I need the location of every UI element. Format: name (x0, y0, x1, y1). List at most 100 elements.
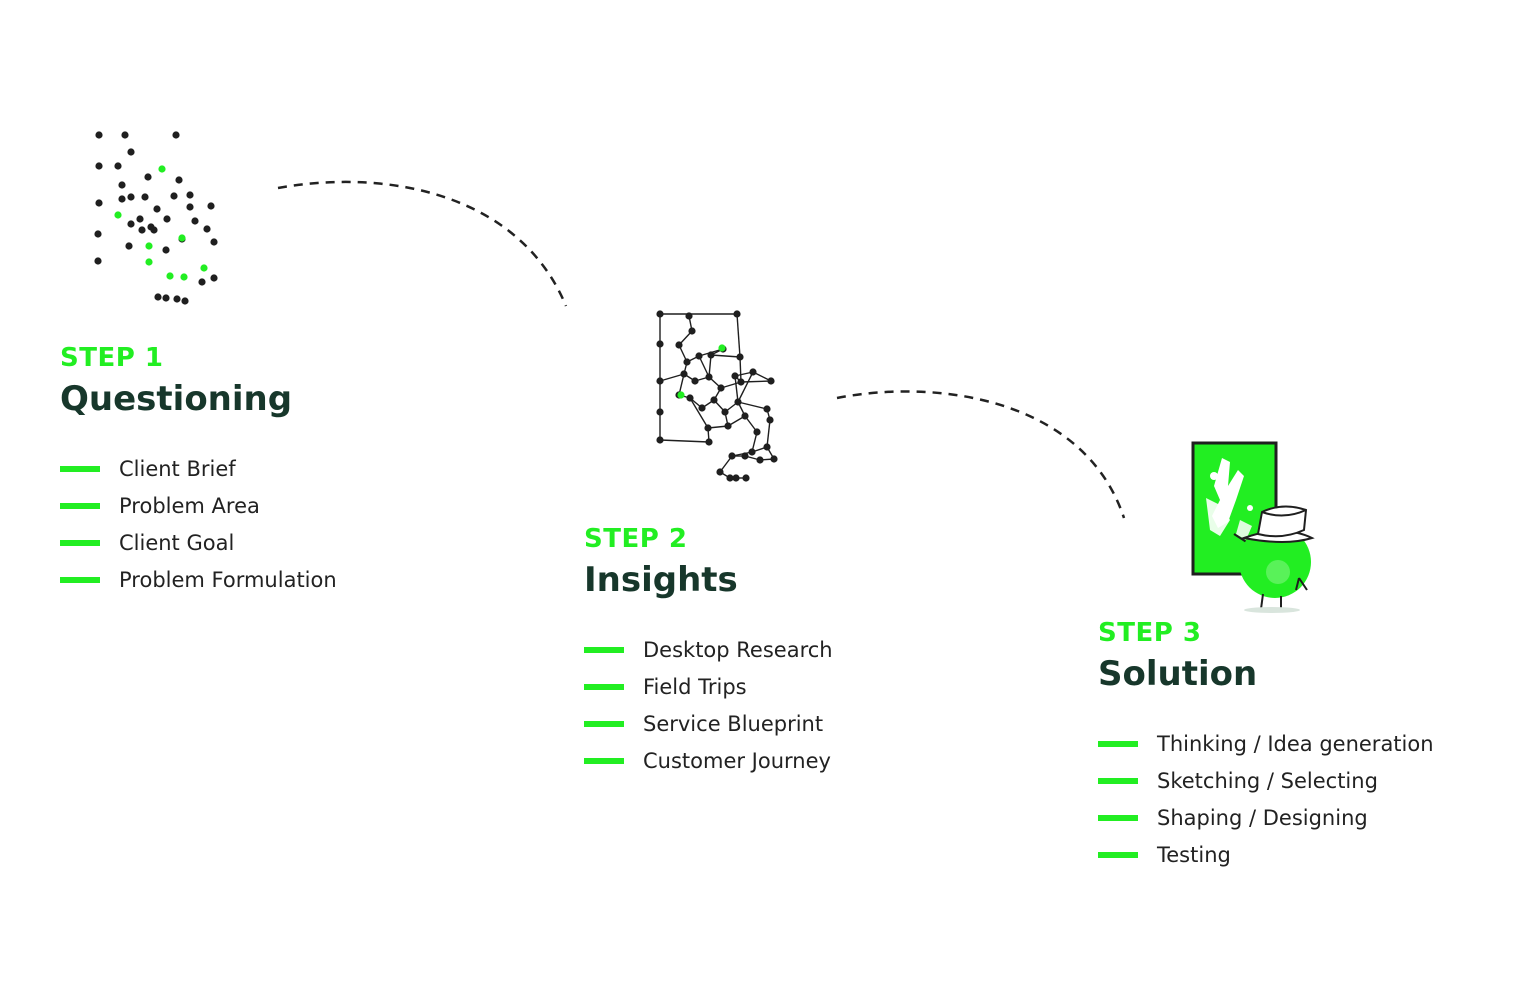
green-dash-icon (1098, 778, 1138, 784)
network-node (705, 438, 713, 446)
network-node (695, 352, 703, 360)
top-hat (1240, 505, 1315, 543)
list-item: Field Trips (584, 673, 833, 701)
network-node (675, 341, 683, 349)
list-item: Testing (1098, 841, 1434, 869)
scatter-dot (118, 195, 126, 203)
network-edge (659, 373, 685, 382)
network-node (691, 377, 699, 385)
network-node (686, 394, 694, 402)
network-node (763, 405, 771, 413)
network-node (756, 456, 764, 464)
network-edge (736, 313, 741, 358)
list-item-text: Thinking / Idea generation (1157, 732, 1434, 756)
network-node (726, 474, 734, 482)
scatter-dot (136, 215, 144, 223)
list-item: Thinking / Idea generation (1098, 730, 1434, 758)
network-node (656, 310, 664, 318)
green-dash-icon (584, 684, 624, 690)
network-node (717, 384, 725, 392)
network-edge (710, 354, 741, 358)
step-label: STEP 2 (584, 524, 688, 554)
bulb-legs (1260, 577, 1308, 610)
scatter-dot (162, 246, 170, 254)
list-item: Problem Area (60, 492, 337, 520)
green-dash-icon (60, 466, 100, 472)
list-item: Service Blueprint (584, 710, 833, 738)
green-dash-icon (1098, 815, 1138, 821)
scatter-dot (203, 225, 211, 233)
list-item-text: Service Blueprint (643, 712, 824, 736)
list-item-text: Desktop Research (643, 638, 833, 662)
scatter-dot (141, 193, 149, 201)
network-node (704, 424, 712, 432)
network-node (748, 448, 756, 456)
network-edge (708, 354, 712, 378)
scatter-dot (94, 257, 102, 265)
network-node (680, 370, 688, 378)
scatter-dot (114, 162, 122, 170)
list-item: Client Goal (60, 529, 337, 557)
scatter-dot (210, 238, 218, 246)
scatter-dot (144, 173, 152, 181)
scatter-dot (127, 148, 135, 156)
network-node (705, 373, 713, 381)
network-node (770, 455, 778, 463)
network-edge (740, 380, 772, 383)
network-node (721, 408, 729, 416)
scatter-dot (173, 295, 181, 303)
scatter-dot (191, 217, 199, 225)
scatter-dot (186, 191, 194, 199)
scatter-dot (210, 274, 218, 282)
list-item-text: Customer Journey (643, 749, 831, 773)
scatter-dot (127, 193, 135, 201)
network-edge (739, 356, 742, 383)
network-node (731, 372, 739, 380)
list-item: Desktop Research (584, 636, 833, 664)
connected-network-icon (656, 310, 778, 482)
list-item-text: Problem Area (119, 494, 260, 518)
network-node (728, 452, 736, 460)
network-node (763, 443, 771, 451)
network-node (688, 327, 696, 335)
scatter-dot-highlight (145, 258, 153, 266)
scatter-dot-highlight (166, 272, 174, 280)
step-label: STEP 1 (60, 343, 164, 373)
list-item: Shaping / Designing (1098, 804, 1434, 832)
scatter-dot (162, 294, 170, 302)
dashed-connector-step2-step3 (836, 390, 1126, 519)
lightbulb-character-painting-icon (1191, 441, 1315, 613)
network-node (724, 422, 732, 430)
network-node (707, 351, 715, 359)
network-node (766, 416, 774, 424)
scatter-dot (198, 278, 206, 286)
list-item-text: Client Brief (119, 457, 236, 481)
list-item: Problem Formulation (60, 566, 337, 594)
list-item-text: Client Goal (119, 531, 235, 555)
scatter-dot (95, 199, 103, 207)
step-solution: STEP 3 Solution Thinking / Idea generati… (1098, 618, 1434, 878)
network-node (741, 452, 749, 460)
scatter-dot-highlight (178, 234, 186, 242)
scatter-dot (153, 205, 161, 213)
network-node (737, 378, 745, 386)
scatter-dot (121, 131, 129, 139)
list-item-text: Shaping / Designing (1157, 806, 1368, 830)
network-edge (689, 397, 709, 429)
network-edge (737, 401, 768, 410)
network-node (656, 340, 664, 348)
list-item: Sketching / Selecting (1098, 767, 1434, 795)
scatter-dot (150, 226, 158, 234)
network-node (656, 377, 664, 385)
network-edge (737, 371, 754, 403)
bulb-highlight (1266, 560, 1290, 584)
network-node (732, 474, 740, 482)
scatter-dot (181, 297, 189, 305)
step-item-list: Desktop Research Field Trips Service Blu… (584, 636, 833, 775)
network-edge (698, 355, 710, 378)
network-node (742, 474, 750, 482)
network-node (685, 312, 693, 320)
dashed-connector-step1-step2 (277, 180, 568, 307)
